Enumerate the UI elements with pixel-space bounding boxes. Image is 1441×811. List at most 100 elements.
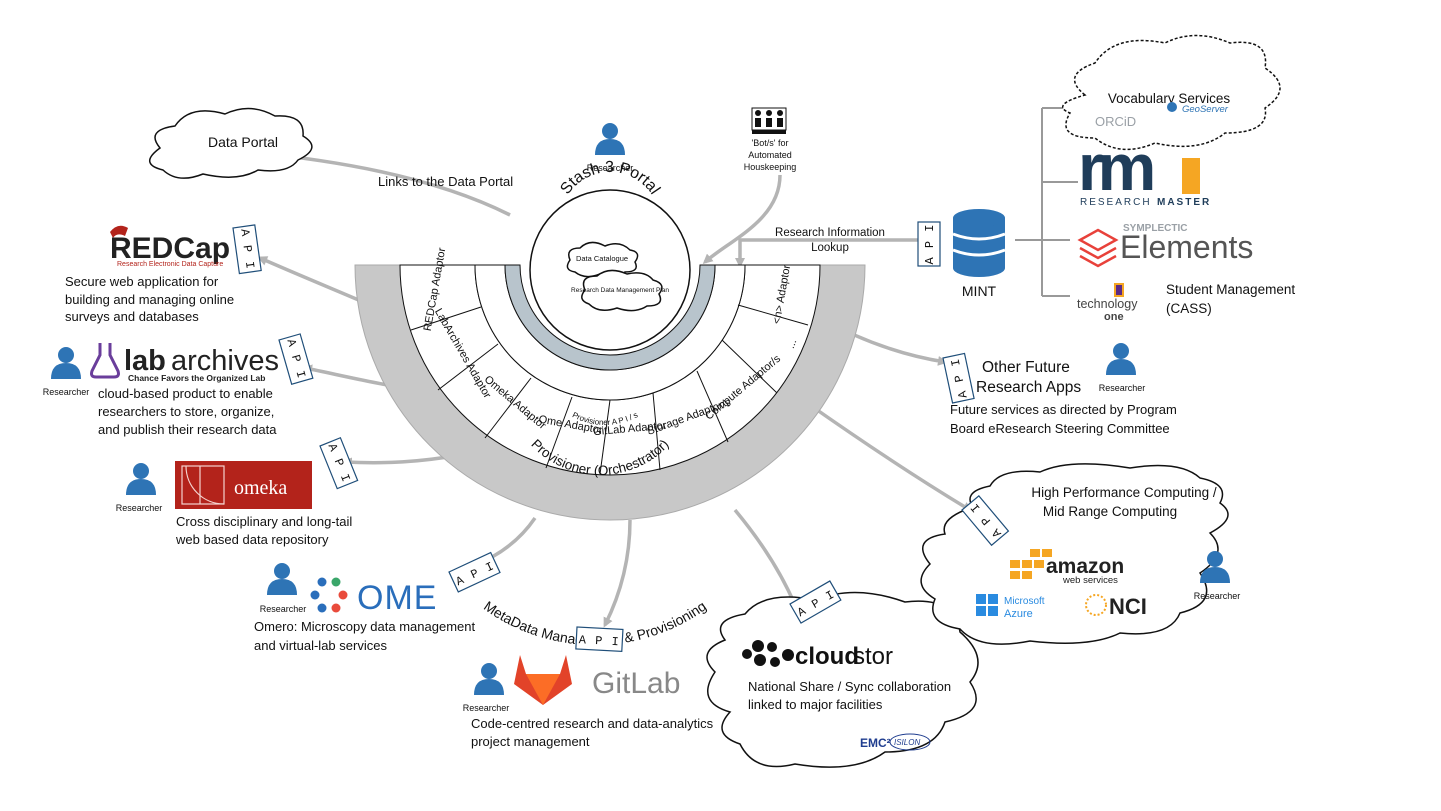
symplectic-elements-logo: SYMPLECTIC Elements — [1077, 223, 1253, 268]
rdmp-cloud — [581, 269, 663, 312]
data-portal: Data Portal — [149, 107, 313, 179]
geoserver-icon — [1167, 102, 1177, 112]
omeka-desc-2: web based data repository — [175, 532, 329, 547]
labarchives-desc-1: cloud-based product to enable — [98, 386, 273, 401]
redcap-desc-3: surveys and databases — [65, 309, 199, 324]
future-desc-2: Board eResearch Steering Committee — [950, 421, 1170, 436]
data-portal-cloud — [149, 107, 313, 179]
azure-logo-a: Microsoft — [1004, 596, 1045, 607]
student-mgmt-2: (CASS) — [1166, 301, 1212, 316]
gitlab-section: GitLab Code-centred research and data-an… — [471, 655, 714, 749]
cloudstor-logo-a: cloud — [795, 643, 859, 670]
hpc-section: High Performance Computing / Mid Range C… — [920, 463, 1229, 645]
svg-text:A P I: A P I — [578, 633, 620, 649]
svg-text:one: one — [1104, 311, 1124, 323]
redcap-desc-2: building and managing online — [65, 292, 234, 307]
redcap-cap-icon — [110, 225, 128, 238]
researcher-label-gitlab: Researcher — [463, 703, 510, 713]
vocabulary-title: Vocabulary Services — [1108, 91, 1231, 106]
omeka-desc-1: Cross disciplinary and long-tail — [176, 514, 352, 529]
geoserver-logo: GeoServer — [1182, 104, 1229, 115]
svg-text:SYMPLECTIC: SYMPLECTIC — [1123, 223, 1187, 234]
api-badge-ome: A P I — [448, 551, 501, 593]
info-lookup-1: Research Information — [775, 227, 885, 239]
ome-desc-2: and virtual-lab services — [254, 638, 387, 653]
labarchives-logo-a: lab — [124, 345, 166, 377]
redcap-subtitle: Research Electronic Data Capture — [117, 261, 223, 268]
svg-text:technology: technology — [1077, 297, 1138, 311]
amazon-logo: amazon — [1046, 555, 1124, 578]
vocabulary-cloud — [1061, 34, 1281, 151]
researcher-label-hpc: Researcher — [1194, 591, 1241, 601]
bots-label-2: Automated — [748, 150, 792, 160]
amazon-boxes-icon — [1010, 549, 1052, 579]
mint-label: MINT — [962, 283, 997, 299]
api-badge-labarchives: A P I — [278, 333, 314, 385]
api-badge-gitlab: A P I — [575, 626, 624, 653]
data-catalogue-label: Data Catalogue — [576, 254, 628, 263]
links-label: Links to the Data Portal — [378, 174, 513, 189]
rdmp-label: Research Data Management Plan — [571, 287, 669, 294]
data-portal-label: Data Portal — [208, 134, 278, 150]
redcap-desc-1: Secure web application for — [65, 274, 219, 289]
labarchives-desc-3: and publish their research data — [98, 422, 277, 437]
mint-tree — [1015, 107, 1078, 297]
labarchives-desc-2: researchers to store, organize, — [98, 404, 274, 419]
researchmaster-logo: rm RESEARCH MASTER — [1078, 130, 1209, 208]
future-title-1: Other Future — [982, 359, 1070, 376]
cloudstor-logo-b: stor — [853, 643, 893, 670]
arrow-gitlab — [603, 519, 632, 628]
omeka-logo: omeka — [234, 477, 287, 499]
future-desc-1: Future services as directed by Program — [950, 402, 1177, 417]
redcap-section: REDCap Research Electronic Data Capture … — [65, 225, 234, 324]
bots-icon — [751, 107, 787, 134]
researcher-label-omeka: Researcher — [116, 503, 163, 513]
researcher-label-ome: Researcher — [260, 604, 307, 614]
hpc-title-2: Mid Range Computing — [1043, 504, 1177, 519]
ome-dots-icon — [310, 577, 348, 613]
azure-logo-b: Azure — [1004, 608, 1033, 620]
cloudstor-desc-2: linked to major facilities — [748, 697, 883, 712]
api-badge-mint: A P I — [917, 221, 941, 267]
gitlab-desc-2: project management — [471, 734, 590, 749]
nci-logo: NCI — [1109, 594, 1147, 619]
svg-text:rm: rm — [1078, 130, 1153, 204]
researcher-icon-labarchives — [51, 347, 81, 379]
data-catalogue-cloud — [566, 241, 639, 278]
vocabulary-services: Vocabulary Services ORCiD GeoServer — [1061, 34, 1281, 151]
flask-icon — [90, 343, 120, 379]
adaptor-dividers — [400, 264, 820, 475]
mint-database-icon — [952, 209, 1006, 277]
ome-desc-1: Omero: Microscopy data management — [254, 619, 475, 634]
api-badge-future: A P I — [942, 352, 975, 404]
researcher-label-future: Researcher — [1099, 383, 1146, 393]
ome-logo: OME — [357, 579, 437, 617]
researcher-label-top: Researcher — [587, 163, 634, 173]
arrow-bots — [702, 174, 782, 264]
redcap-logo: REDCap — [110, 232, 230, 265]
researcher-icon-ome — [267, 563, 297, 595]
adaptor-more: ... — [785, 338, 799, 351]
api-badge-redcap: A P I — [232, 224, 262, 275]
researcher-label-labarchives: Researcher — [43, 387, 90, 397]
researcher-icon-top — [595, 123, 625, 155]
svg-text:A P I: A P I — [237, 228, 257, 271]
labarchives-section: lab archives Chance Favors the Organized… — [90, 343, 279, 437]
info-lookup-2: Lookup — [811, 242, 849, 254]
labarchives-tagline: Chance Favors the Organized Lab — [128, 373, 265, 383]
omeka-logo-box — [175, 461, 312, 509]
emc-logo: EMC² — [860, 736, 891, 750]
golden-spiral-icon — [181, 465, 225, 505]
nci-burst-icon — [1085, 594, 1107, 616]
azure-windows-icon — [976, 594, 998, 616]
student-mgmt-1: Student Management — [1166, 282, 1295, 297]
bots-label-3: Houskeeping — [744, 162, 797, 172]
researcher-icon-gitlab — [474, 663, 504, 695]
gitlab-desc-1: Code-centred research and data-analytics — [471, 716, 714, 731]
omeka-section: omeka Cross disciplinary and long-tail w… — [175, 461, 352, 547]
arrow-cloudstor — [733, 508, 797, 608]
amazon-sublogo: web services — [1062, 575, 1118, 586]
cloudstor-desc-1: National Share / Sync collaboration — [748, 679, 951, 694]
arrow-hpc — [808, 403, 973, 512]
svg-text:A P I: A P I — [923, 223, 937, 264]
